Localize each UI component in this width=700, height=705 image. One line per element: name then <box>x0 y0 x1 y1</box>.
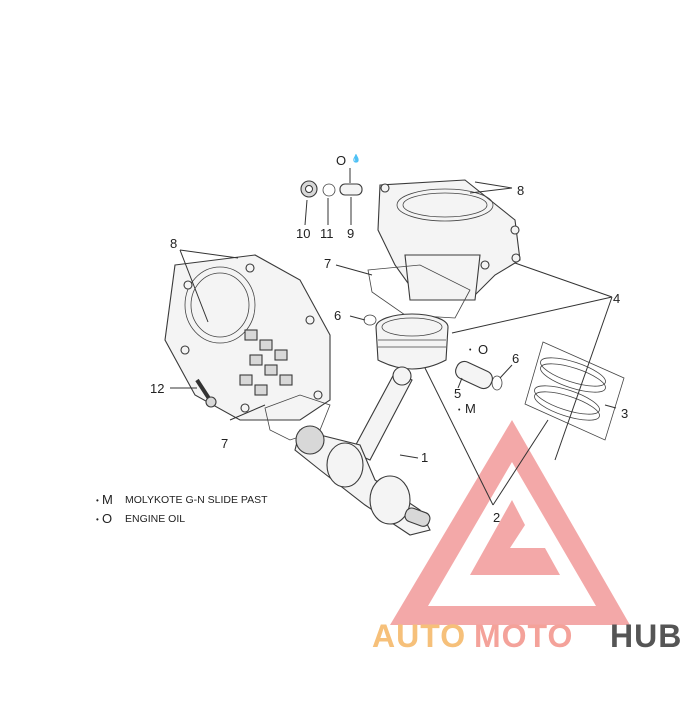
legend-symbol-o: O <box>102 511 112 526</box>
leader-lines <box>170 181 617 506</box>
callout-8-rear: 8 <box>517 183 524 198</box>
o-ring-11 <box>322 183 336 197</box>
drop-icon-legend-m: • <box>96 496 99 505</box>
piston-pin <box>455 360 493 390</box>
callout-5: 5 <box>454 386 461 401</box>
rear-base-gasket <box>367 264 471 319</box>
drop-icon-legend-o: • <box>96 515 99 524</box>
watermark-logo <box>390 420 630 625</box>
circlip-right <box>491 375 503 391</box>
watermark-text-hub: HUB <box>610 618 682 654</box>
drop-icon-piston: • <box>469 347 472 354</box>
legend-text-o: ENGINE OIL <box>125 513 185 525</box>
front-cylinder-head <box>164 254 331 421</box>
watermark-g-shape <box>470 500 560 575</box>
watermark-text: AUTO MOTO HUB <box>372 618 682 654</box>
callout-10: 10 <box>296 226 310 241</box>
callout-9: 9 <box>347 226 354 241</box>
callout-8-front: 8 <box>170 236 177 251</box>
callout-12: 12 <box>150 381 164 396</box>
callout-4: 4 <box>613 291 620 306</box>
drop-icon-pin: • <box>458 407 461 414</box>
watermark-text-auto: AUTO <box>372 618 466 654</box>
moly-marker-pin: M <box>465 401 476 416</box>
callout-7-front: 7 <box>221 436 228 451</box>
callout-6-left: 6 <box>334 308 341 323</box>
oil-marker-piston: O <box>478 342 488 357</box>
piston <box>375 313 449 370</box>
piston-rings-set <box>524 341 625 441</box>
rear-cylinder <box>377 179 521 301</box>
callout-3: 3 <box>621 406 628 421</box>
lubricant-legend: • M MOLYKOTE G-N SLIDE PAST • O ENGINE O… <box>96 492 268 526</box>
callout-6-right: 6 <box>512 351 519 366</box>
legend-text-m: MOLYKOTE G-N SLIDE PAST <box>125 494 268 506</box>
watermark-text-moto: MOTO <box>474 618 573 654</box>
dowel-9 <box>339 183 363 196</box>
callout-11: 11 <box>320 226 334 241</box>
callout-7-rear: 7 <box>324 256 331 271</box>
legend-symbol-m: M <box>102 492 113 507</box>
callout-2: 2 <box>493 510 500 525</box>
callout-numbers: 1 2 3 4 5 6 6 7 7 8 8 9 10 11 12 <box>150 183 628 525</box>
small-parts-group <box>300 180 363 198</box>
circlip-left <box>363 314 377 326</box>
oil-marker-top: O <box>336 153 346 168</box>
crankshaft-assembly <box>294 366 431 536</box>
lubrication-markers: O 💧 O • M • <box>336 153 488 416</box>
callout-1: 1 <box>421 450 428 465</box>
drop-icon-top: 💧 <box>351 153 361 163</box>
cylinder-bolt <box>195 378 217 408</box>
